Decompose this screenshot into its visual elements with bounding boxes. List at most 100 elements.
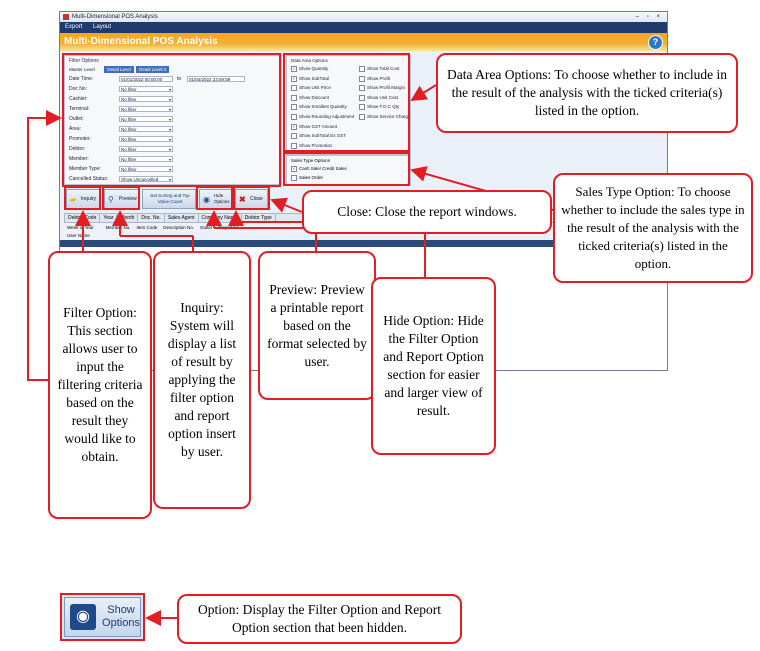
page-title: Multi-Dimensional POS Analysis: [64, 36, 218, 47]
callout-preview: Preview: Preview a printable report base…: [258, 251, 376, 400]
filter-label: Cashier:: [69, 96, 88, 102]
grid-column-header[interactable]: Week of Year: [67, 225, 94, 230]
window-controls[interactable]: – ▫ ×: [635, 14, 663, 20]
filter-label: Promoter:: [69, 136, 91, 142]
filter-select[interactable]: No filter▾: [119, 96, 173, 102]
option-checkbox[interactable]: Sales Order: [291, 175, 323, 181]
chevron-down-icon: ▾: [168, 87, 171, 92]
option-checkbox[interactable]: Show Unit Price: [291, 85, 331, 92]
chevron-down-icon: ▾: [168, 157, 171, 162]
checkbox-icon: ✓: [291, 66, 297, 72]
checkbox-icon: [291, 142, 297, 149]
checkbox-icon: [291, 133, 297, 140]
grid-column-header[interactable]: Outlet: [199, 225, 212, 230]
checkbox-icon: [359, 66, 365, 72]
checkbox-icon: ✓: [291, 75, 297, 82]
filter-label: Member:: [69, 156, 89, 162]
tab-detail-level[interactable]: Detail Level: [104, 66, 134, 73]
checkbox-icon: [359, 104, 365, 111]
callout-sales-type: Sales Type Option: To choose whether to …: [553, 173, 753, 283]
option-checkbox[interactable]: Show Total Cost: [359, 66, 399, 72]
inquiry-highlight: [64, 186, 101, 210]
date-to-label: to: [177, 76, 182, 82]
preview-highlight: [102, 186, 140, 210]
date-to-input[interactable]: 01/04/2022 23:59:59: [187, 76, 245, 82]
grid-column-header[interactable]: Debtor Type: [242, 214, 276, 222]
filter-select[interactable]: No filter▾: [119, 156, 173, 162]
callout-data-area: Data Area Options: To choose whether to …: [436, 53, 738, 133]
filter-label: Member Type:: [69, 166, 101, 172]
checkbox-icon: [291, 114, 297, 120]
close-icon: ✖: [239, 195, 246, 204]
title-bar: Multi-Dimensional POS Analysis – ▫ ×: [60, 12, 667, 22]
close-label: Close: [250, 196, 263, 202]
filter-select[interactable]: No filter▾: [119, 116, 173, 122]
grid-column-header[interactable]: Doc. No.: [138, 214, 165, 222]
option-checkbox[interactable]: Show Smallest Quantity: [291, 104, 347, 111]
option-checkbox[interactable]: Show Service Charge: [359, 114, 411, 120]
option-label: Show Promotion: [299, 142, 333, 148]
filter-label: Outlet:: [69, 116, 84, 122]
option-label: Show SubTotal Ex GST: [299, 133, 347, 139]
menu-layout[interactable]: Layout: [93, 24, 112, 30]
option-checkbox[interactable]: ✓Show SubTotal: [291, 75, 329, 82]
option-checkbox[interactable]: ✓Show GST Amount: [291, 123, 338, 130]
inquiry-label: Inquiry: [81, 196, 97, 202]
option-checkbox[interactable]: Show F.O.C Qty: [359, 104, 399, 111]
filter-value: No filter: [121, 107, 137, 112]
option-checkbox[interactable]: Show Unit Cost: [359, 94, 398, 101]
chevron-down-icon: ▾: [168, 147, 171, 152]
tab-detail-level-2[interactable]: Detail Level 2: [136, 66, 170, 73]
grid-header-user-name[interactable]: User Name: [64, 232, 127, 240]
magnifier-icon: ⚲: [108, 195, 114, 204]
filter-select[interactable]: No filter ▾: [119, 106, 173, 112]
option-checkbox[interactable]: Show Profit Margin: [359, 85, 405, 92]
chevron-down-icon: ▾: [168, 167, 171, 172]
filter-label: Cancelled Status:: [69, 176, 109, 182]
date-time-label: Date Time:: [69, 76, 94, 82]
option-checkbox[interactable]: Show Rounding Adjustment: [291, 114, 354, 120]
option-label: Show Rounding Adjustment: [299, 114, 355, 120]
hide-options-button[interactable]: ◉ Hide Options: [199, 189, 232, 209]
grid-column-header[interactable]: Item Code: [136, 225, 158, 230]
chevron-down-icon: ▾: [168, 97, 171, 102]
filter-select[interactable]: No filter ▾: [119, 166, 173, 172]
filter-select[interactable]: Show Uncancelled▾: [119, 176, 173, 182]
show-options-button[interactable]: ◉ Show Options: [64, 597, 141, 637]
header-bar: Multi-Dimensional POS Analysis ?: [60, 33, 667, 51]
option-label: Show Smallest Quantity: [299, 104, 347, 110]
grid-column-header[interactable]: Description No.: [163, 225, 194, 230]
filter-label: Terminal:: [69, 106, 90, 112]
master-level-tabs: Master Level Detail Level Detail Level 2: [69, 66, 170, 73]
date-from-input[interactable]: 01/01/2022 00:00:00: [119, 76, 173, 82]
option-checkbox[interactable]: ✓Cash Sale/ Credit Sales: [291, 166, 347, 172]
checkbox-icon: ✓: [291, 123, 297, 130]
master-level-label: Master Level: [69, 67, 95, 72]
menu-export[interactable]: Export: [65, 24, 83, 30]
help-icon[interactable]: ?: [648, 35, 663, 50]
chevron-down-icon: ▾: [168, 107, 171, 112]
filter-value: No filter: [121, 127, 137, 132]
preview-label: Preview: [119, 196, 137, 202]
filter-select[interactable]: No filter ▾: [119, 126, 173, 132]
callout-filter: Filter Option: This section allows user …: [48, 251, 152, 519]
option-checkbox[interactable]: ✓Show Quantity: [291, 66, 328, 72]
option-checkbox[interactable]: Show Profit: [359, 75, 390, 82]
grid-column-header[interactable]: Sales Agent: [165, 214, 199, 222]
filter-value: No filter: [121, 167, 137, 172]
grid-column-header[interactable]: Member No.: [105, 225, 131, 230]
chevron-down-icon: ▾: [168, 137, 171, 142]
option-checkbox[interactable]: Show Promotion: [291, 142, 333, 149]
sorting-button[interactable]: Set Sorting and Top Value Count: [142, 189, 196, 209]
menu-bar: Export Layout: [60, 22, 667, 33]
sorting-label: Set Sorting and Top Value Count: [150, 193, 190, 204]
filter-select[interactable]: No filter▾: [119, 86, 173, 92]
option-checkbox[interactable]: Show SubTotal Ex GST: [291, 133, 347, 140]
option-label: Show GST Amount: [299, 123, 338, 129]
option-checkbox[interactable]: Show Discount: [291, 94, 329, 101]
filter-select[interactable]: No filter▾: [119, 136, 173, 142]
filter-select[interactable]: No filter▾: [119, 146, 173, 152]
filter-value: No filter: [121, 117, 137, 122]
sales-type-options-panel: Sales Type Options ✓Cash Sale/ Credit Sa…: [286, 155, 411, 185]
chevron-down-icon: ▾: [168, 127, 171, 132]
